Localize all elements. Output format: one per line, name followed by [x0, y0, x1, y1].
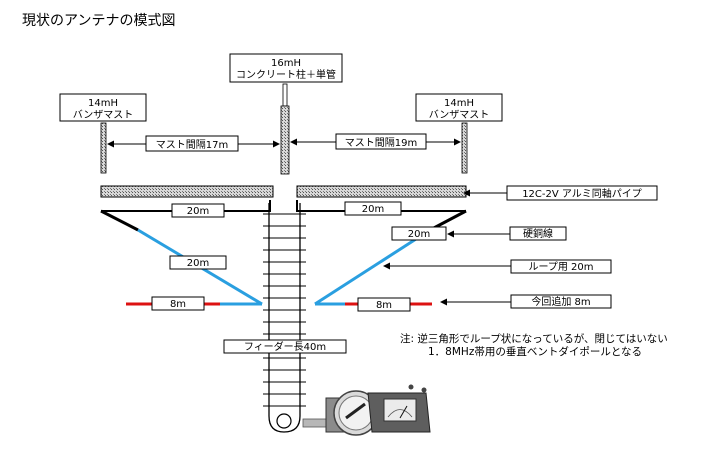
left-mast-label-box: [59, 93, 147, 122]
left-added-length-box: [151, 296, 205, 311]
right-diag-wire: [314, 228, 431, 306]
copper-label-box: [509, 226, 567, 241]
left-mast: [100, 122, 107, 174]
center-mast-height: 16mH: [271, 58, 301, 69]
center-mast-type: コンクリート柱＋単管: [236, 68, 336, 81]
feeder-rungs: [263, 213, 306, 407]
left-top-length-box: [171, 203, 225, 218]
right-diag-length-box: [391, 226, 447, 241]
spacing-right-label: マスト間隔19m: [345, 137, 417, 149]
right-mast-height: 14mH: [444, 98, 474, 109]
left-added-length: 8m: [170, 299, 186, 310]
center-mast-label-box: [229, 53, 343, 83]
note-line-1: 注: 逆三角形でループ状になっているが、閉じてはいない: [400, 332, 668, 345]
left-diag-length-box: [169, 255, 227, 270]
pipe-label: 12C-2V アルミ同軸パイプ: [522, 187, 642, 200]
feeder-end: [268, 415, 301, 433]
right-pipe: [296, 185, 467, 198]
right-top-length: 20m: [362, 204, 384, 215]
left-mast-height: 14mH: [88, 98, 118, 109]
right-added-length-box: [357, 297, 411, 312]
right-mast: [461, 122, 468, 174]
right-mast-type: バンザマスト: [429, 109, 490, 121]
left-pipe: [100, 185, 274, 198]
spacing-right-box: [335, 133, 427, 150]
right-top-length-box: [344, 201, 402, 216]
page-title: 現状のアンテナの模式図: [22, 13, 175, 29]
center-mast-pipe: [282, 83, 288, 107]
added-label: 今回追加 8m: [531, 295, 590, 308]
right-added-length: 8m: [376, 300, 392, 311]
right-diag-length: 20m: [408, 229, 430, 240]
left-top-length: 20m: [187, 206, 209, 217]
loop-label: ループ用 20m: [528, 261, 593, 273]
loop-label-box: [510, 259, 612, 274]
left-top-wire: [101, 200, 271, 212]
pipe-label-box: [506, 185, 658, 201]
feeder-connector: [276, 413, 292, 429]
left-mast-type: バンザマスト: [73, 109, 134, 121]
right-top-wire: [296, 200, 466, 212]
copper-label: 硬銅線: [523, 227, 553, 240]
left-diag-length: 20m: [187, 258, 209, 269]
center-mast: [280, 105, 290, 175]
feeder-label-box: [223, 339, 347, 354]
added-label-box: [510, 294, 612, 309]
feeder-label: フィーダー長40m: [244, 340, 326, 353]
spacing-left-box: [145, 135, 239, 152]
right-mast-label-box: [415, 93, 503, 122]
antenna-tuner-meter-icon: [302, 384, 431, 436]
spacing-left-label: マスト間隔17m: [156, 139, 228, 151]
left-diag-black-segment: [100, 209, 139, 232]
note-line-2: 1．8MHz帯用の垂直ベントダイポールとなる: [428, 345, 642, 358]
